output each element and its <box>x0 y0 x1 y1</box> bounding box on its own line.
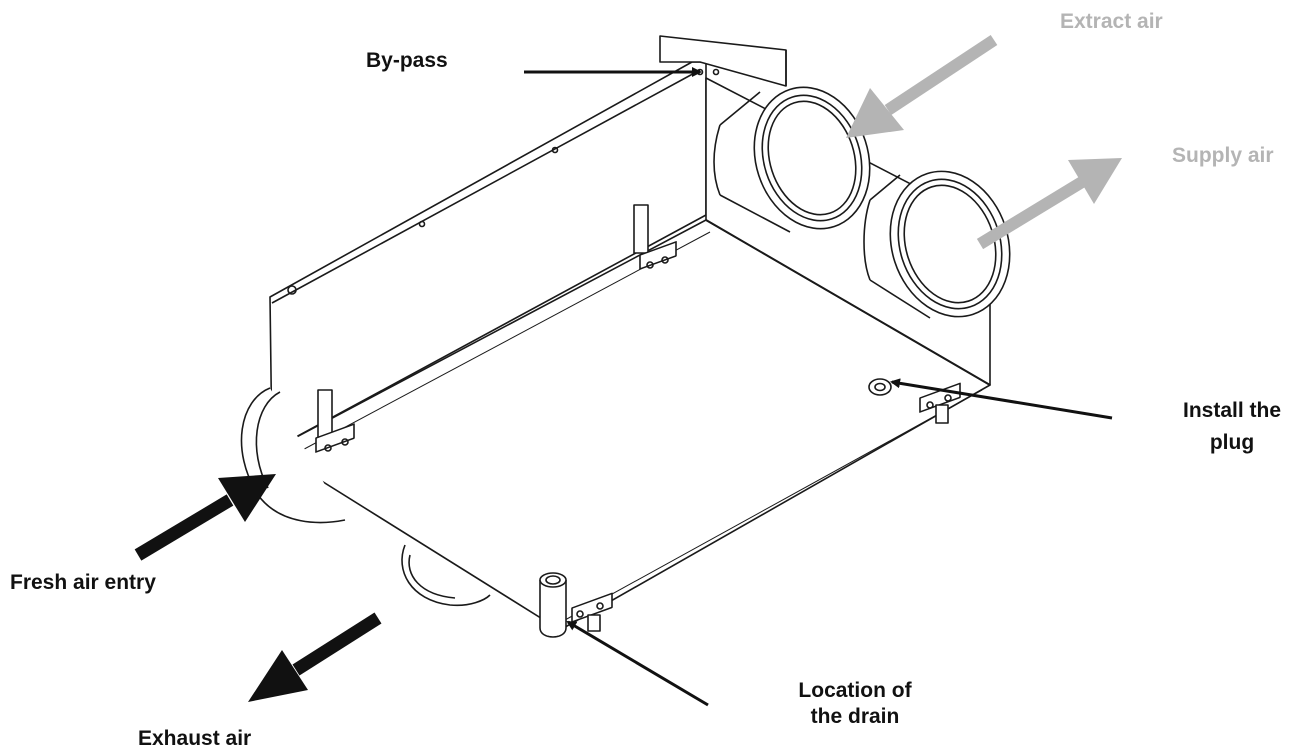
install-plug-line1: Install the <box>1182 399 1282 422</box>
extract-air-label: Extract air <box>1060 10 1163 33</box>
callout-arrows <box>524 67 1113 707</box>
unit-body <box>240 35 1011 638</box>
bypass-label: By-pass <box>366 49 448 72</box>
supply-air-arrow <box>1068 158 1122 204</box>
drain-line2: the drain <box>810 705 900 728</box>
drain-arrow <box>566 620 709 707</box>
exhaust-air-label: Exhaust air <box>138 727 252 750</box>
drain-spigot <box>539 572 567 638</box>
fresh-air-entry-label: Fresh air entry <box>10 571 156 594</box>
drain-line1: Location of <box>798 679 912 702</box>
install-plug-line2: plug <box>1209 431 1255 454</box>
plug-hole <box>868 378 892 396</box>
drain-location-label: Location of the drain <box>770 678 940 730</box>
install-plug-label: Install the plug <box>1162 398 1301 456</box>
supply-air-label: Supply air <box>1172 144 1274 167</box>
plug-arrow <box>890 378 1113 420</box>
bracket-rear-left <box>315 389 355 453</box>
bracket-rear-right <box>633 204 677 270</box>
bracket-front-left <box>571 592 613 632</box>
airflow-arrows <box>134 34 1122 702</box>
exhaust-air-arrow <box>248 650 308 702</box>
rear-collar-2 <box>401 544 491 607</box>
extract-air-arrow <box>846 88 904 138</box>
top-flange <box>659 35 787 87</box>
fresh-air-arrow <box>218 474 276 522</box>
